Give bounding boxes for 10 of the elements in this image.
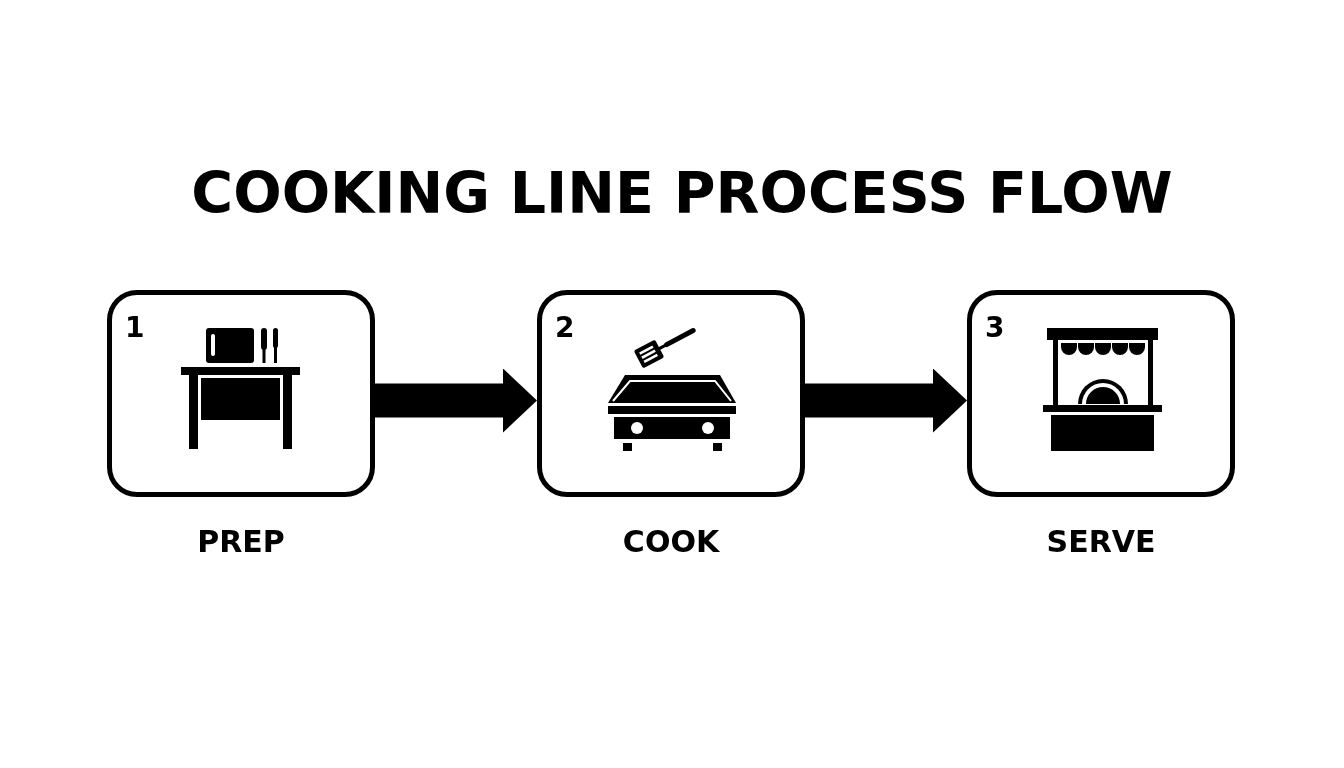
step-box [107, 290, 375, 497]
step-number: 1 [125, 314, 145, 342]
diagram-title: COOKING LINE PROCESS FLOW [191, 165, 1173, 222]
step-label: SERVE [1046, 527, 1156, 557]
step-box [967, 290, 1235, 497]
step-number: 3 [985, 314, 1005, 342]
step-label: COOK [622, 527, 720, 557]
step-number: 2 [555, 314, 575, 342]
step-label: PREP [197, 527, 285, 557]
step-box [537, 290, 805, 497]
